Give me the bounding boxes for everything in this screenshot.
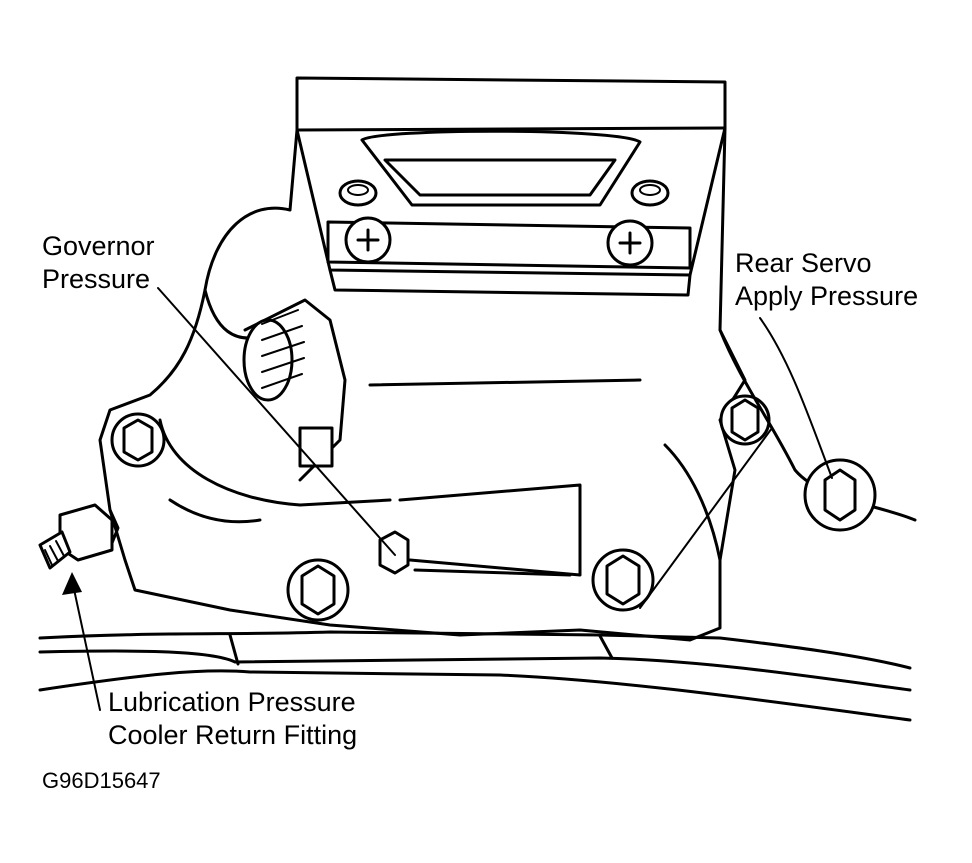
governor-leader-line bbox=[157, 287, 396, 556]
oil-pan-rails bbox=[38, 630, 912, 722]
case-body bbox=[98, 126, 747, 642]
bolt-left bbox=[110, 412, 166, 468]
label-rear-servo-line2: Apply Pressure bbox=[735, 281, 919, 311]
cooler-return-fitting bbox=[38, 503, 120, 570]
plate-screw-left bbox=[344, 216, 392, 264]
bolt-right bbox=[719, 394, 771, 446]
figure-id: G96D15647 bbox=[42, 768, 161, 793]
lubrication-leader-line bbox=[71, 579, 101, 711]
label-governor-line1: Governor bbox=[42, 231, 155, 261]
bolt-front-left bbox=[286, 558, 350, 622]
rear-servo-leader-line bbox=[759, 317, 833, 479]
label-lubrication-line1: Lubrication Pressure bbox=[108, 687, 356, 717]
cover-stud-right bbox=[630, 179, 670, 207]
bolt-front-right bbox=[591, 548, 655, 612]
governor-housing-fitting bbox=[242, 298, 347, 482]
plate-screw-right bbox=[606, 219, 654, 267]
label-rear-servo-apply-pressure: Rear Servo Apply Pressure bbox=[735, 247, 918, 313]
label-rear-servo-line1: Rear Servo bbox=[735, 248, 872, 278]
label-lubrication-pressure: Lubrication Pressure Cooler Return Fitti… bbox=[108, 686, 357, 752]
label-governor-line2: Pressure bbox=[42, 264, 151, 294]
lubrication-arrow-head bbox=[62, 572, 82, 595]
right-leader-line bbox=[639, 427, 773, 609]
label-governor-pressure: Governor Pressure bbox=[42, 230, 155, 296]
cover-stud-left bbox=[338, 179, 378, 207]
label-lubrication-line2: Cooler Return Fitting bbox=[108, 720, 358, 750]
rear-servo-port bbox=[718, 328, 917, 532]
